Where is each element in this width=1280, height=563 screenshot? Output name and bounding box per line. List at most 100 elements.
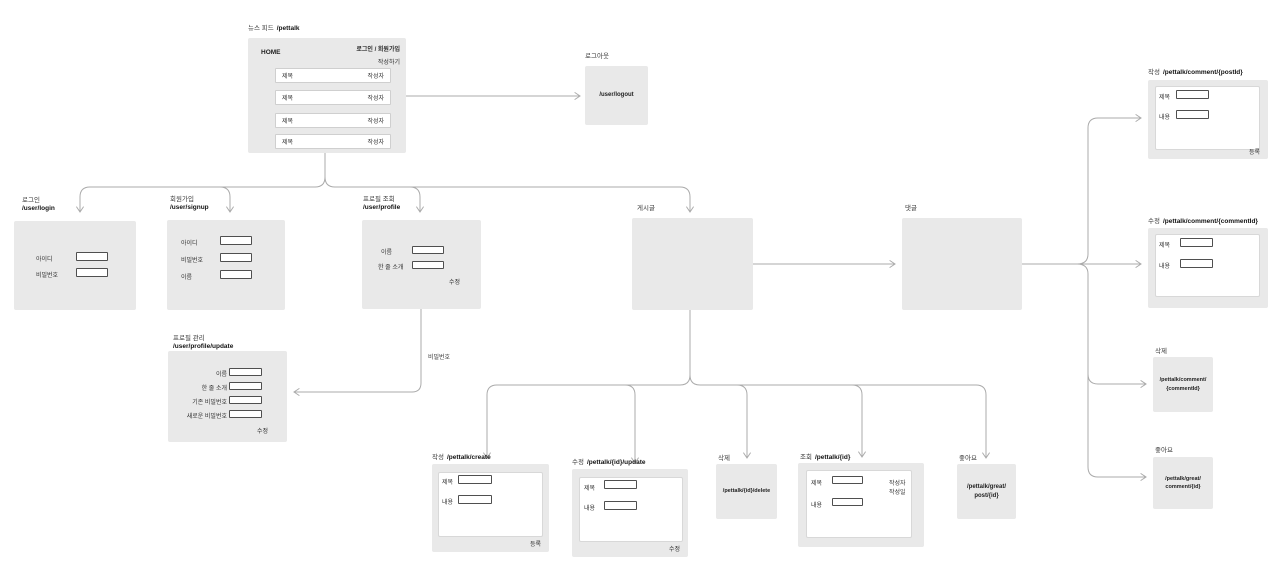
post-create-submit-button[interactable]: 등록 (529, 542, 541, 548)
post-read-title-input[interactable] (832, 476, 863, 484)
profile-bio-input[interactable] (412, 261, 444, 269)
post-read-title: 조회 (800, 454, 812, 461)
post-update-title-label: 제목 (584, 486, 596, 492)
signup-name-label: 이름 (181, 275, 193, 281)
post-read-node-label: 조회/pettalk/{id} (800, 454, 850, 462)
post-delete-node-label: 삭제 (718, 455, 730, 462)
comment-delete-path-line2: {commentId} (1166, 385, 1200, 392)
login-password-input[interactable] (76, 268, 108, 277)
profile-edit-button[interactable]: 수정 (449, 280, 461, 286)
login-id-label: 아이디 (36, 257, 53, 263)
comment-update-screen-box: 제목 내용 (1148, 228, 1268, 308)
comment-update-content-input[interactable] (1180, 259, 1213, 268)
logout-screen-box[interactable]: /user/logout (585, 66, 648, 125)
post-delete-screen-box[interactable]: /pettalk/{id}/delete (716, 464, 777, 519)
login-title: 로그인 (22, 197, 40, 204)
login-node-label: 로그인/user/login (22, 197, 55, 212)
login-path: /user/login (22, 204, 55, 212)
post-like-path-line1: /pettalk/great/ (966, 484, 1006, 490)
post-read-title-label: 제목 (811, 481, 823, 487)
comment-create-content-label: 내용 (1159, 115, 1171, 121)
edge-post-read (851, 384, 867, 458)
comment-delete-screen-box[interactable]: /pettalk/comment/ {commentId} (1153, 357, 1213, 412)
post-update-submit-button[interactable]: 수정 (668, 547, 680, 553)
profile-name-label: 이름 (381, 250, 393, 256)
post-create-title-label: 제목 (442, 480, 454, 486)
profile-bio-label: 한 줄 소개 (378, 265, 404, 271)
post-create-node-label: 작성/pettalk/create (432, 454, 491, 462)
post-create-title-input[interactable] (458, 475, 492, 484)
profile-update-newpw-label: 새로운 비밀번호 (186, 414, 227, 420)
post-read-path: /pettalk/{id} (814, 454, 851, 461)
edge-post-delete (736, 384, 752, 459)
comment-screen-box (902, 218, 1022, 310)
feed-item-title: 제목 (282, 74, 294, 80)
post-update-screen-box: 제목 내용 수정 (572, 469, 688, 557)
edge-post-update (624, 384, 640, 464)
comment-delete-path-line1: /pettalk/comment/ (1159, 377, 1207, 383)
comment-update-content-label: 내용 (1159, 264, 1171, 270)
edge-home-post (324, 176, 695, 213)
profile-update-name-input[interactable] (229, 368, 262, 376)
signup-path: /user/signup (170, 203, 209, 211)
comment-create-submit-button[interactable]: 등록 (1248, 150, 1260, 156)
comment-update-title-input[interactable] (1180, 238, 1213, 247)
post-like-path-line2: post/{id} (974, 492, 999, 499)
comment-update-title-label: 제목 (1159, 243, 1171, 249)
comment-node-label: 댓글 (905, 205, 917, 212)
feed-item-title: 제목 (282, 140, 294, 146)
signup-password-input[interactable] (220, 253, 252, 262)
edge-comment-delete (1076, 263, 1147, 389)
post-read-content-input[interactable] (832, 498, 863, 506)
comment-create-title-input[interactable] (1176, 90, 1209, 99)
profile-title: 프로필 조회 (363, 196, 395, 203)
edge-post-like (689, 374, 991, 459)
login-password-label: 비밀번호 (36, 273, 59, 279)
profile-update-oldpw-input[interactable] (229, 396, 262, 404)
feed-item-title: 제목 (282, 119, 294, 125)
feed-path: /pettalk (276, 25, 300, 32)
profile-update-title: 프로필 관리 (173, 335, 205, 342)
comment-create-title: 작성 (1148, 69, 1160, 76)
write-link[interactable]: 작성하기 (377, 60, 400, 66)
profile-name-input[interactable] (412, 246, 444, 254)
profile-update-bio-input[interactable] (229, 382, 262, 390)
post-update-title: 수정 (572, 459, 584, 466)
post-read-content-label: 내용 (811, 503, 823, 509)
signup-name-input[interactable] (220, 270, 252, 279)
signup-title: 회원가입 (170, 196, 194, 203)
profile-update-bio-label: 한 줄 소개 (201, 386, 227, 392)
comment-create-screen-box: 제목 내용 등록 (1148, 80, 1268, 159)
post-update-content-input[interactable] (604, 501, 637, 510)
post-node-label: 게시글 (637, 205, 655, 212)
signup-node-label: 회원가입/user/signup (170, 196, 209, 211)
comment-create-content-input[interactable] (1176, 110, 1209, 119)
edge-home-signup (219, 186, 235, 213)
comment-like-screen-box[interactable]: /pettalk/great/ comment/{id} (1153, 457, 1213, 509)
profile-update-newpw-input[interactable] (229, 410, 262, 418)
profile-screen-box: 이름 한 줄 소개 수정 (362, 220, 481, 309)
post-like-screen-box[interactable]: /pettalk/great/ post/{id} (957, 464, 1016, 519)
comment-like-node-label: 좋아요 (1155, 447, 1173, 454)
post-update-title-input[interactable] (604, 480, 637, 489)
post-create-content-input[interactable] (458, 495, 492, 504)
post-screen-box (632, 218, 753, 310)
comment-delete-node-label: 삭제 (1155, 348, 1167, 355)
post-update-path: /pettalk/{id}/update (586, 459, 646, 466)
comment-create-title-label: 제목 (1159, 95, 1171, 101)
auth-links[interactable]: 로그인 / 회원가입 (356, 47, 400, 53)
post-create-content-label: 내용 (442, 500, 454, 506)
post-create-screen-box: 제목 내용 등록 (432, 464, 549, 552)
signup-password-label: 비밀번호 (181, 258, 204, 264)
login-screen-box: 아이디 비밀번호 (14, 221, 136, 310)
login-id-input[interactable] (76, 252, 108, 261)
profile-path: /user/profile (363, 203, 401, 211)
signup-id-input[interactable] (220, 236, 252, 245)
profile-update-edit-button[interactable]: 수정 (257, 429, 269, 435)
